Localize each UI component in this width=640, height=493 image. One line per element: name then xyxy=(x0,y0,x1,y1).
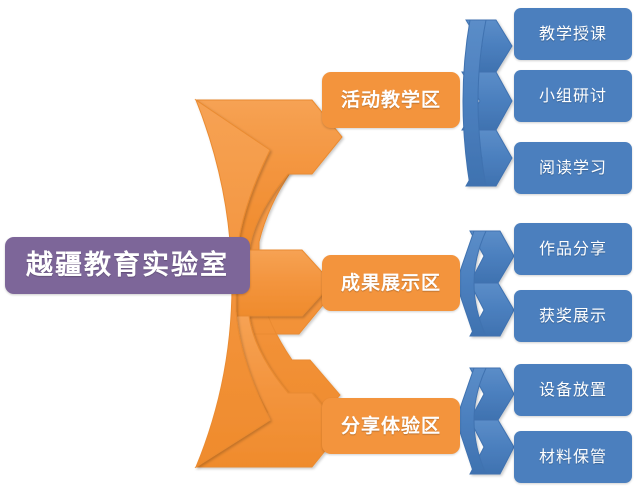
leaf-node-equipment-placement[interactable]: 设备放置 xyxy=(514,364,632,416)
leaf-node-teaching-label: 教学授课 xyxy=(538,24,607,44)
leaf-node-material-storage[interactable]: 材料保管 xyxy=(514,431,632,483)
leaf-node-teaching[interactable]: 教学授课 xyxy=(514,8,632,60)
blue-splitter-bottom xyxy=(455,367,515,475)
branch-node-1[interactable]: 活动教学区 xyxy=(322,72,460,128)
branch-node-2[interactable]: 成果展示区 xyxy=(322,255,460,311)
leaf-node-group-discussion[interactable]: 小组研讨 xyxy=(514,70,632,122)
leaf-node-award-display-label: 获奖展示 xyxy=(538,306,607,326)
leaf-node-work-sharing[interactable]: 作品分享 xyxy=(514,223,632,275)
root-node-lab[interactable]: 越疆教育实验室 xyxy=(5,237,250,294)
branch-node-2-label: 成果展示区 xyxy=(340,271,441,294)
leaf-node-award-display[interactable]: 获奖展示 xyxy=(514,290,632,342)
branch-node-3[interactable]: 分享体验区 xyxy=(322,398,460,454)
leaf-node-material-storage-label: 材料保管 xyxy=(538,447,607,467)
leaf-node-reading-label: 阅读学习 xyxy=(538,158,607,178)
blue-splitter-middle xyxy=(455,230,515,337)
leaf-node-group-discussion-label: 小组研讨 xyxy=(538,86,607,106)
leaf-node-work-sharing-label: 作品分享 xyxy=(538,239,607,259)
leaf-node-reading[interactable]: 阅读学习 xyxy=(514,142,632,194)
leaf-node-equipment-placement-label: 设备放置 xyxy=(538,380,607,400)
branch-node-3-label: 分享体验区 xyxy=(340,414,441,437)
root-node-label: 越疆教育实验室 xyxy=(26,249,229,281)
blue-splitter-top xyxy=(461,19,513,187)
branch-node-1-label: 活动教学区 xyxy=(340,88,441,111)
